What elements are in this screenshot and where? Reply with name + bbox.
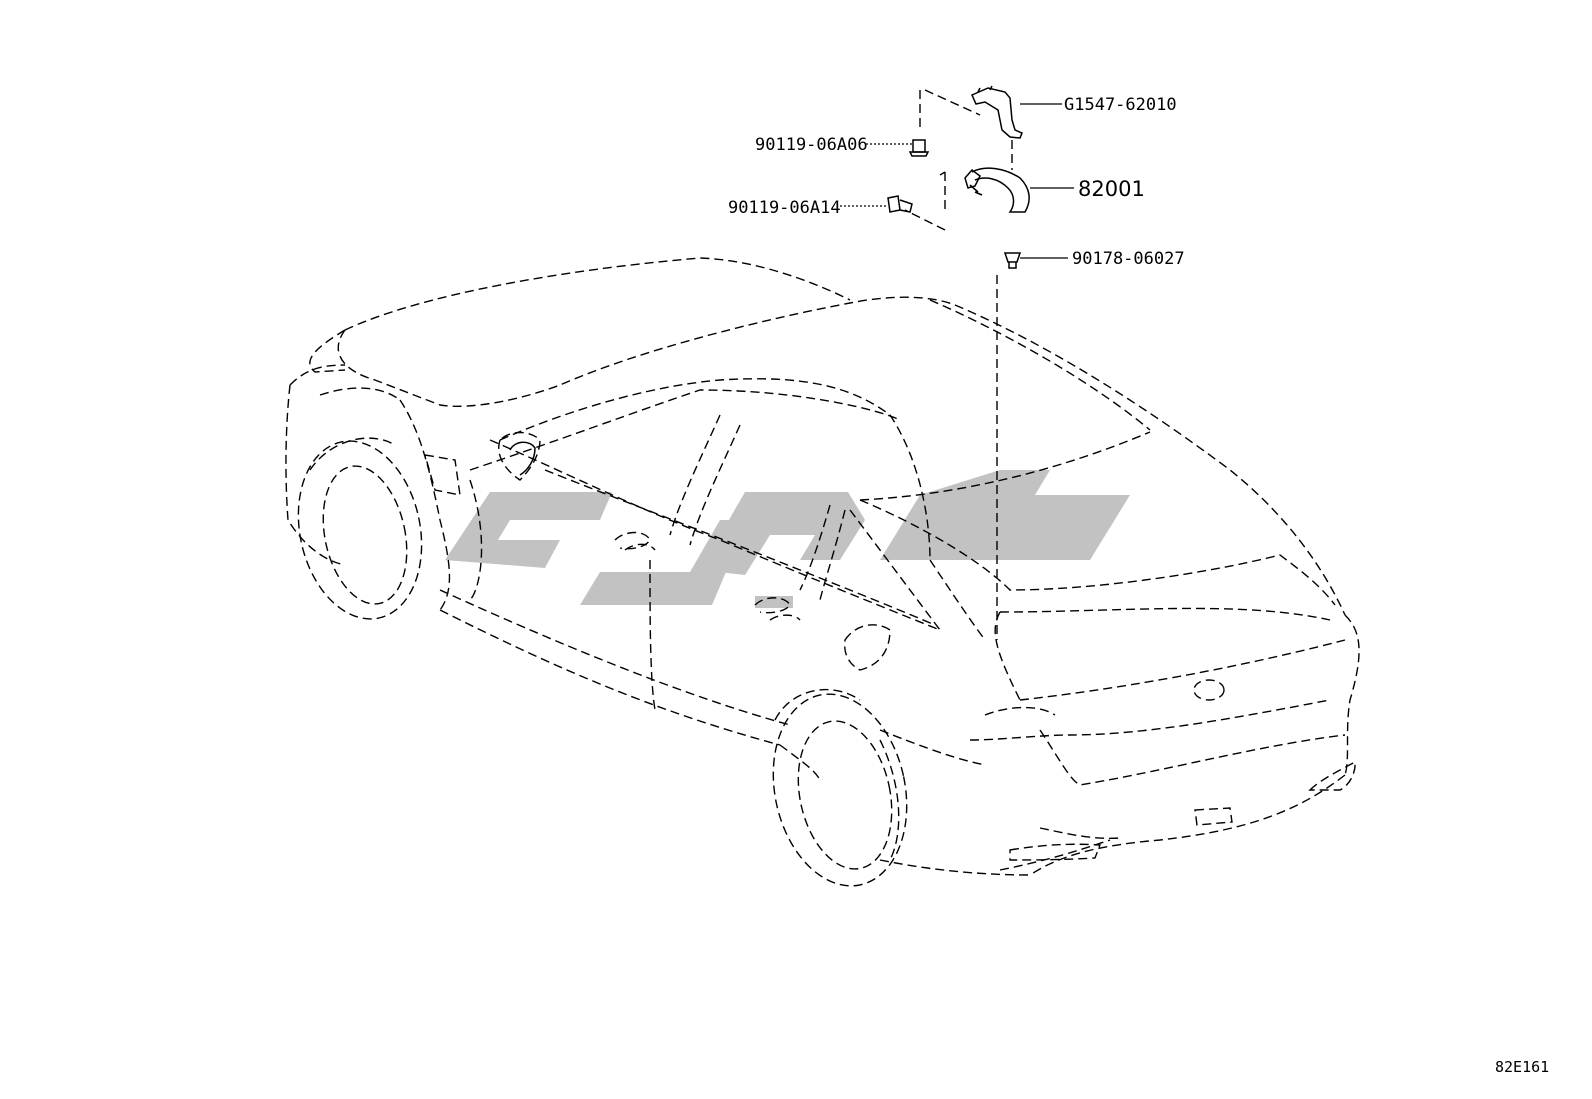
part-label-bracket: G1547-62010 — [1064, 95, 1177, 115]
part-label-clip: 90178-06027 — [1072, 249, 1185, 269]
harness-part — [964, 167, 1030, 213]
parts-cluster: G1547-62010 90119-06A06 82001 90119-06A1… — [728, 85, 1185, 640]
part-label-screw-upper: 90119-06A06 — [755, 135, 868, 155]
bracket-part — [971, 85, 1023, 139]
part-label-harness: 82001 — [1078, 177, 1145, 201]
watermark-logo — [445, 470, 1130, 608]
screw-lower-part — [887, 195, 913, 213]
clip-part — [1003, 252, 1022, 269]
vehicle-outline — [285, 257, 1360, 887]
screw-upper-part — [908, 139, 930, 157]
diagram-id: 82E161 — [1495, 1058, 1549, 1076]
part-label-screw-lower: 90119-06A14 — [728, 198, 841, 218]
